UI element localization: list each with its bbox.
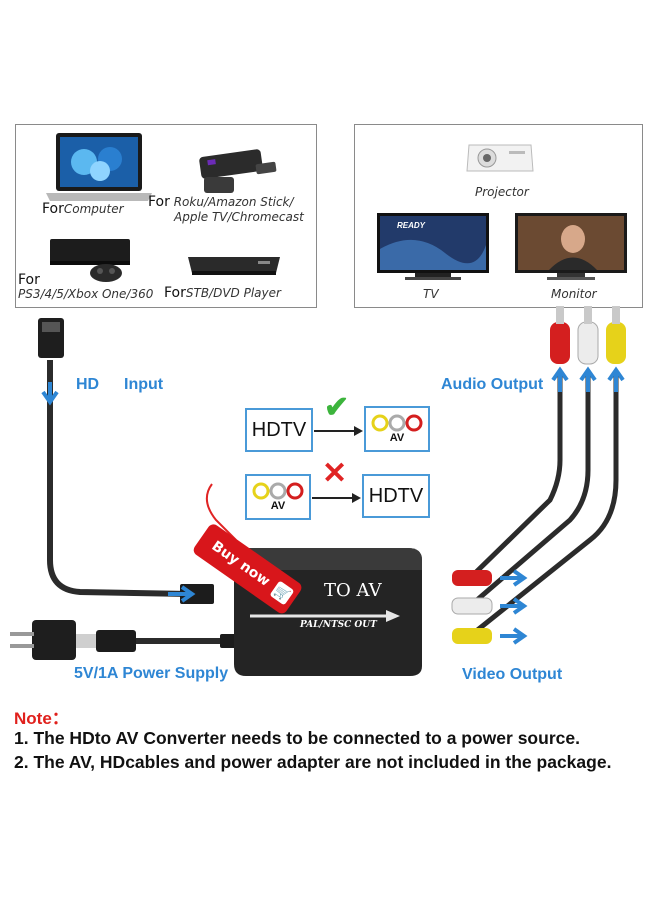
hd-input-label-2: Input	[124, 376, 164, 393]
hdtv-text: HDTV	[251, 418, 307, 441]
cross-icon: ✕	[322, 457, 348, 490]
arrow-right-icon-2	[312, 493, 361, 503]
projector-icon	[466, 144, 534, 172]
cable-diagram	[10, 306, 626, 660]
arrow-right-icon	[314, 426, 363, 436]
hdtv-target-box: HDTV	[362, 474, 430, 518]
audio-output-label: Audio Output	[441, 376, 544, 393]
monitor-label: Monitor	[551, 287, 597, 301]
tv-screen-text: READY	[397, 221, 426, 230]
computer-label: ForComputer	[42, 201, 124, 217]
device-subtitle: PAL/NTSC OUT	[300, 620, 377, 630]
monitor-icon	[515, 213, 627, 280]
hdtv-source-box: HDTV	[245, 408, 313, 452]
cart-icon: 🛒	[269, 580, 295, 606]
av-text-2: AV	[270, 500, 286, 512]
sources-panel: ForComputer For Roku/Amazon Stick/ Apple…	[15, 124, 317, 308]
tv-label: TV	[423, 287, 439, 301]
roku-label: For Roku/Amazon Stick/ Apple TV/Chromeca…	[148, 194, 304, 225]
rca-jacks-icon	[371, 414, 423, 432]
hdtv-text-2: HDTV	[368, 484, 424, 507]
outputs-panel: Projector READY TV Monitor	[354, 124, 643, 308]
hd-input-label-1: HD	[76, 376, 100, 393]
av-target-box: AV	[364, 406, 430, 452]
note-line-1: 1. The HDto AV Converter needs to be con…	[14, 728, 580, 748]
av-text: AV	[389, 432, 405, 444]
note-line-2: 2. The AV, HDcables and power adapter ar…	[14, 752, 612, 772]
laptop-icon	[46, 133, 152, 201]
game-console-icon	[50, 239, 130, 282]
device-title-right: TO AV	[324, 580, 382, 601]
stb-label: ForSTB/DVD Player	[164, 285, 281, 301]
power-supply-label: 5V/1A Power Supply	[74, 665, 229, 682]
set-top-box-icon	[188, 257, 280, 275]
av-source-box: AV	[245, 474, 311, 520]
rca-red-plug	[550, 306, 570, 364]
note-heading: Note：	[14, 709, 69, 728]
streaming-stick-icon	[199, 149, 277, 193]
rca-jacks-icon-2	[252, 482, 304, 500]
rca-yellow-plug	[606, 306, 626, 364]
projector-label: Projector	[475, 185, 529, 199]
video-output-label: Video Output	[462, 666, 563, 683]
check-icon: ✔	[324, 391, 350, 424]
tv-icon	[377, 213, 489, 280]
rca-white-plug	[577, 306, 599, 365]
